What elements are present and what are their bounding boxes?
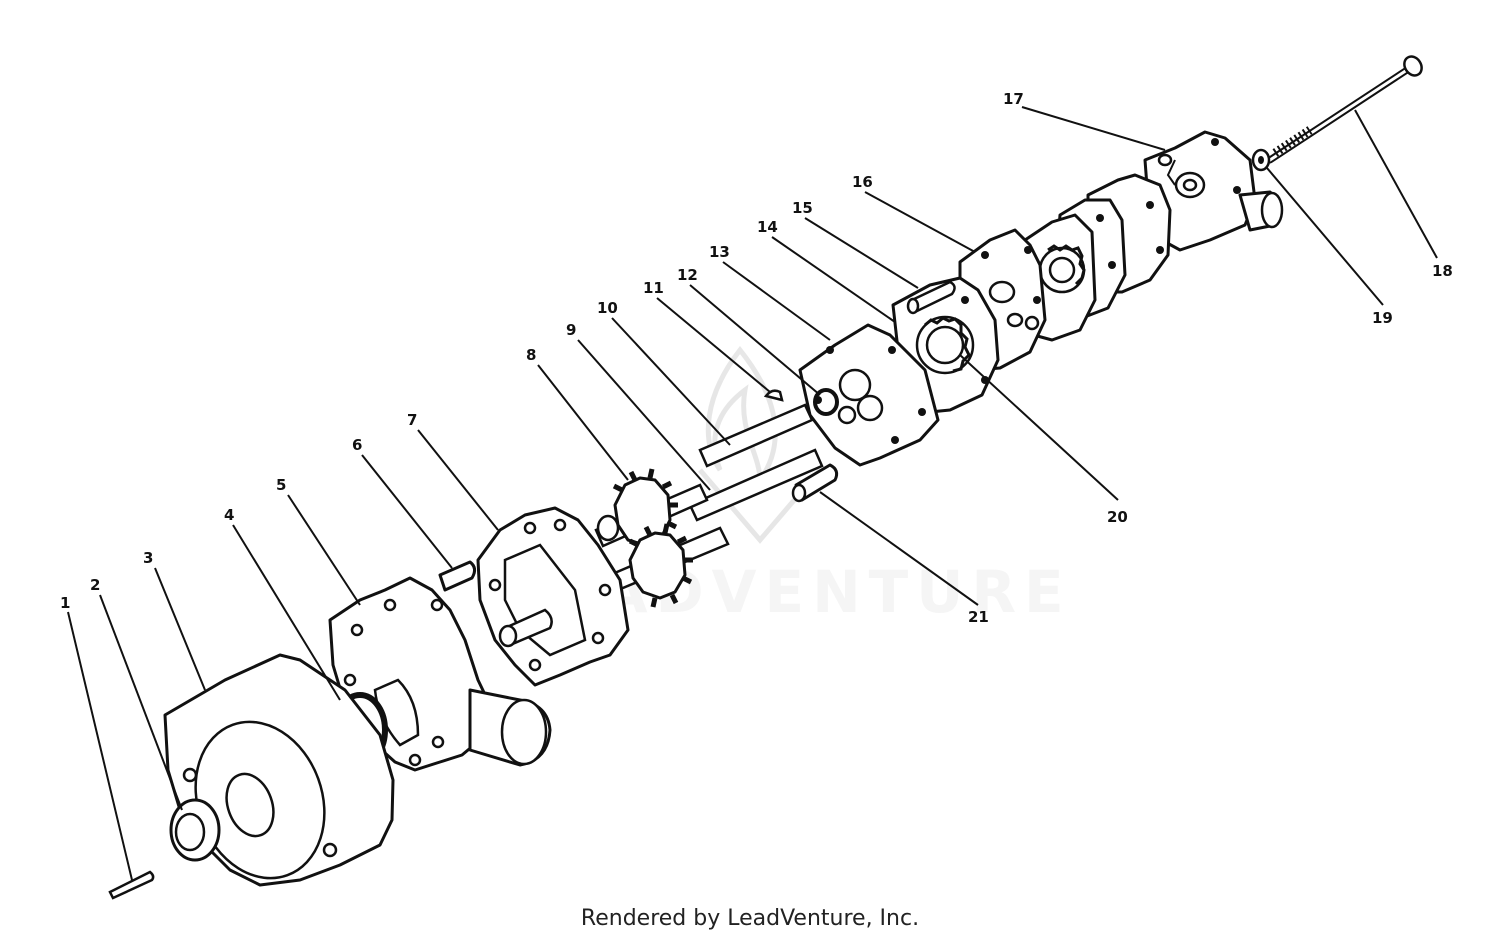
callout-18: 18: [1432, 262, 1453, 280]
part-dowel-sleeve: [791, 463, 839, 503]
callout-21: 21: [968, 608, 989, 626]
part-retaining-ring: [813, 388, 839, 416]
callout-11: 11: [643, 279, 664, 297]
part-gear-housing: [476, 506, 630, 687]
part-washer: [1251, 148, 1271, 172]
part-gears: [596, 468, 693, 608]
callout-2: 2: [90, 576, 100, 594]
part-dowel-pin: [438, 560, 477, 592]
footer-credit: Rendered by LeadVenture, Inc.: [580, 906, 920, 931]
callout-16: 16: [852, 173, 873, 191]
callout-labels: 1 2 3 4 5 6 7 8 9 10 11 12 13 14 15 16 1…: [60, 90, 1453, 626]
callout-15: 15: [792, 199, 813, 217]
callout-4: 4: [224, 506, 234, 524]
callout-17: 17: [1003, 90, 1024, 108]
part-center-plate: [798, 323, 940, 467]
callout-10: 10: [597, 299, 618, 317]
part-key: [763, 389, 784, 402]
part-pin: [108, 870, 155, 900]
part-shaft-seal: [169, 798, 221, 862]
leader-lines: [67, 106, 1438, 881]
callout-3: 3: [143, 549, 153, 567]
part-long-bolt: [1266, 55, 1423, 164]
callout-1: 1: [60, 594, 70, 612]
callout-14: 14: [757, 218, 778, 236]
callout-9: 9: [566, 321, 576, 339]
callout-7: 7: [407, 411, 417, 429]
callout-19: 19: [1372, 309, 1393, 327]
callout-6: 6: [352, 436, 362, 454]
part-rear-cover: [1143, 130, 1284, 252]
callout-20: 20: [1107, 508, 1128, 526]
callout-12: 12: [677, 266, 698, 284]
callout-13: 13: [709, 243, 730, 261]
callout-8: 8: [526, 346, 536, 364]
part-mounting-flange: [163, 653, 395, 887]
callout-5: 5: [276, 476, 286, 494]
